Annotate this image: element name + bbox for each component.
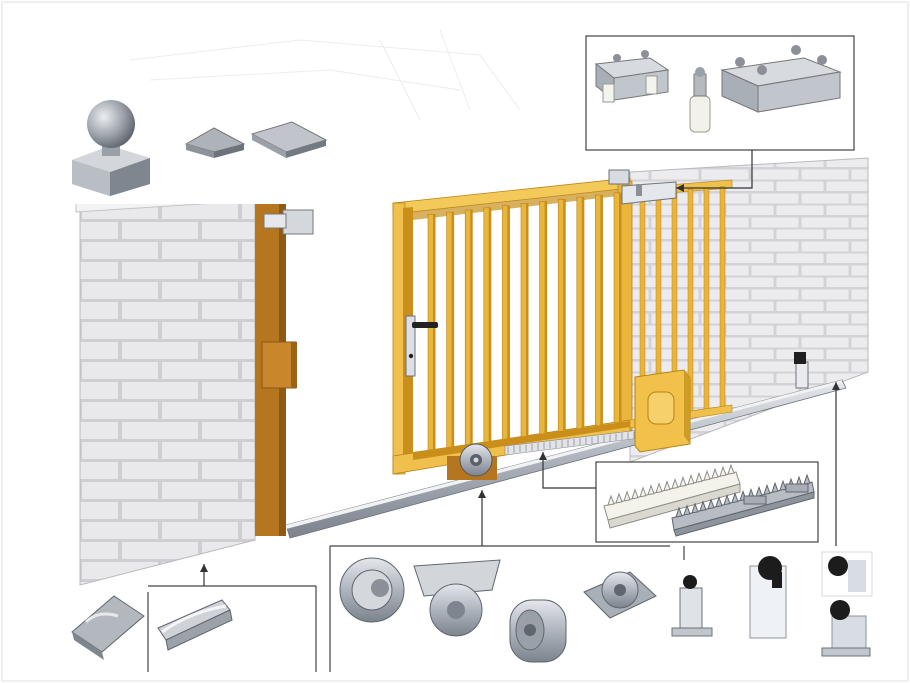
latch-receiver: [263, 209, 314, 235]
gate-bar-shade: [619, 192, 622, 423]
background-sketch: [129, 29, 521, 121]
rack-tooth: [615, 492, 623, 504]
rack-tooth: [631, 488, 639, 500]
rack-tooth: [731, 492, 739, 504]
end-stop-icon: [821, 551, 873, 657]
rack-tooth: [687, 473, 695, 485]
guide-roller-icon: [689, 67, 711, 133]
rack-tooth: [715, 496, 723, 508]
rack-tooth: [707, 498, 715, 510]
rack-tooth: [699, 500, 707, 512]
gate-bar-shade: [433, 214, 436, 454]
rack-tooth: [727, 463, 735, 475]
rack-tooth: [771, 481, 779, 493]
end-stop-icon: [671, 575, 713, 637]
rack-tooth: [695, 471, 703, 483]
gate-bar-shade: [563, 199, 566, 432]
top-guide-bracket: [608, 169, 677, 205]
rack-tooth: [679, 475, 687, 488]
gate-tail-bar: [719, 186, 726, 413]
v-groove-wheel-icon: [583, 571, 657, 619]
guide-roller-icon: [720, 45, 842, 113]
gate-bar-shade: [544, 201, 548, 435]
track-rail-icon: [157, 599, 233, 651]
guide-roller-icon: [594, 50, 670, 103]
v-groove-wheel-icon: [339, 557, 405, 623]
rack-tooth: [623, 490, 631, 502]
rack-tooth: [607, 494, 615, 506]
end-stop-icon: [749, 556, 787, 639]
top-guide-rollers-inset: [585, 35, 855, 151]
gate-bar-shade: [470, 209, 473, 448]
ball-post-cap-icon: [72, 100, 150, 196]
track-rail-icon: [71, 595, 145, 660]
rack-tooth: [711, 467, 719, 479]
rack-tooth: [723, 494, 731, 506]
rack-tooth: [703, 469, 711, 481]
v-groove-wheel-icon: [413, 559, 501, 637]
gear-rack-icon: [671, 473, 815, 537]
end-stops-inset: [671, 546, 882, 676]
gate-tail-bar: [703, 187, 710, 416]
pyramid-post-cap-icon: [184, 127, 246, 158]
gate-bar-shade: [451, 212, 455, 451]
gate-post: [255, 196, 297, 536]
track-end-stop: [794, 352, 809, 389]
gate-bar-shade: [600, 194, 603, 426]
gate-bar-shade: [507, 205, 510, 442]
v-groove-wheel-icon: [509, 599, 567, 663]
post-caps-inset: [64, 92, 340, 204]
rack-tooth: [639, 486, 647, 498]
gear-rack-icon: [603, 463, 741, 529]
rack-tooth: [763, 483, 771, 495]
rack-tooth: [683, 504, 691, 516]
gate-bar-shade: [488, 207, 492, 445]
wheels-inset: [329, 545, 670, 676]
rack-tooth: [655, 482, 663, 494]
gate-motor: [634, 369, 691, 453]
rack-tooth: [779, 479, 787, 491]
rack-tooth: [691, 502, 699, 514]
gear-rack-inset: [595, 461, 819, 543]
rack-tooth: [675, 506, 683, 518]
callout-lines: [203, 150, 837, 586]
gate-bar-shade: [526, 203, 529, 439]
rack-tooth: [647, 484, 655, 496]
callout-arrowheads: [200, 184, 840, 572]
gate-handle: [405, 315, 438, 377]
gate-wheel: [447, 443, 497, 480]
rack-tooth: [671, 477, 679, 490]
gate-bar-shade: [581, 197, 585, 429]
pyramid-post-cap-icon: [250, 121, 328, 158]
left-brick-wall: [75, 185, 263, 586]
track-profiles-inset: [64, 585, 317, 672]
rack-tooth: [663, 480, 671, 492]
rack-tooth: [719, 465, 727, 477]
